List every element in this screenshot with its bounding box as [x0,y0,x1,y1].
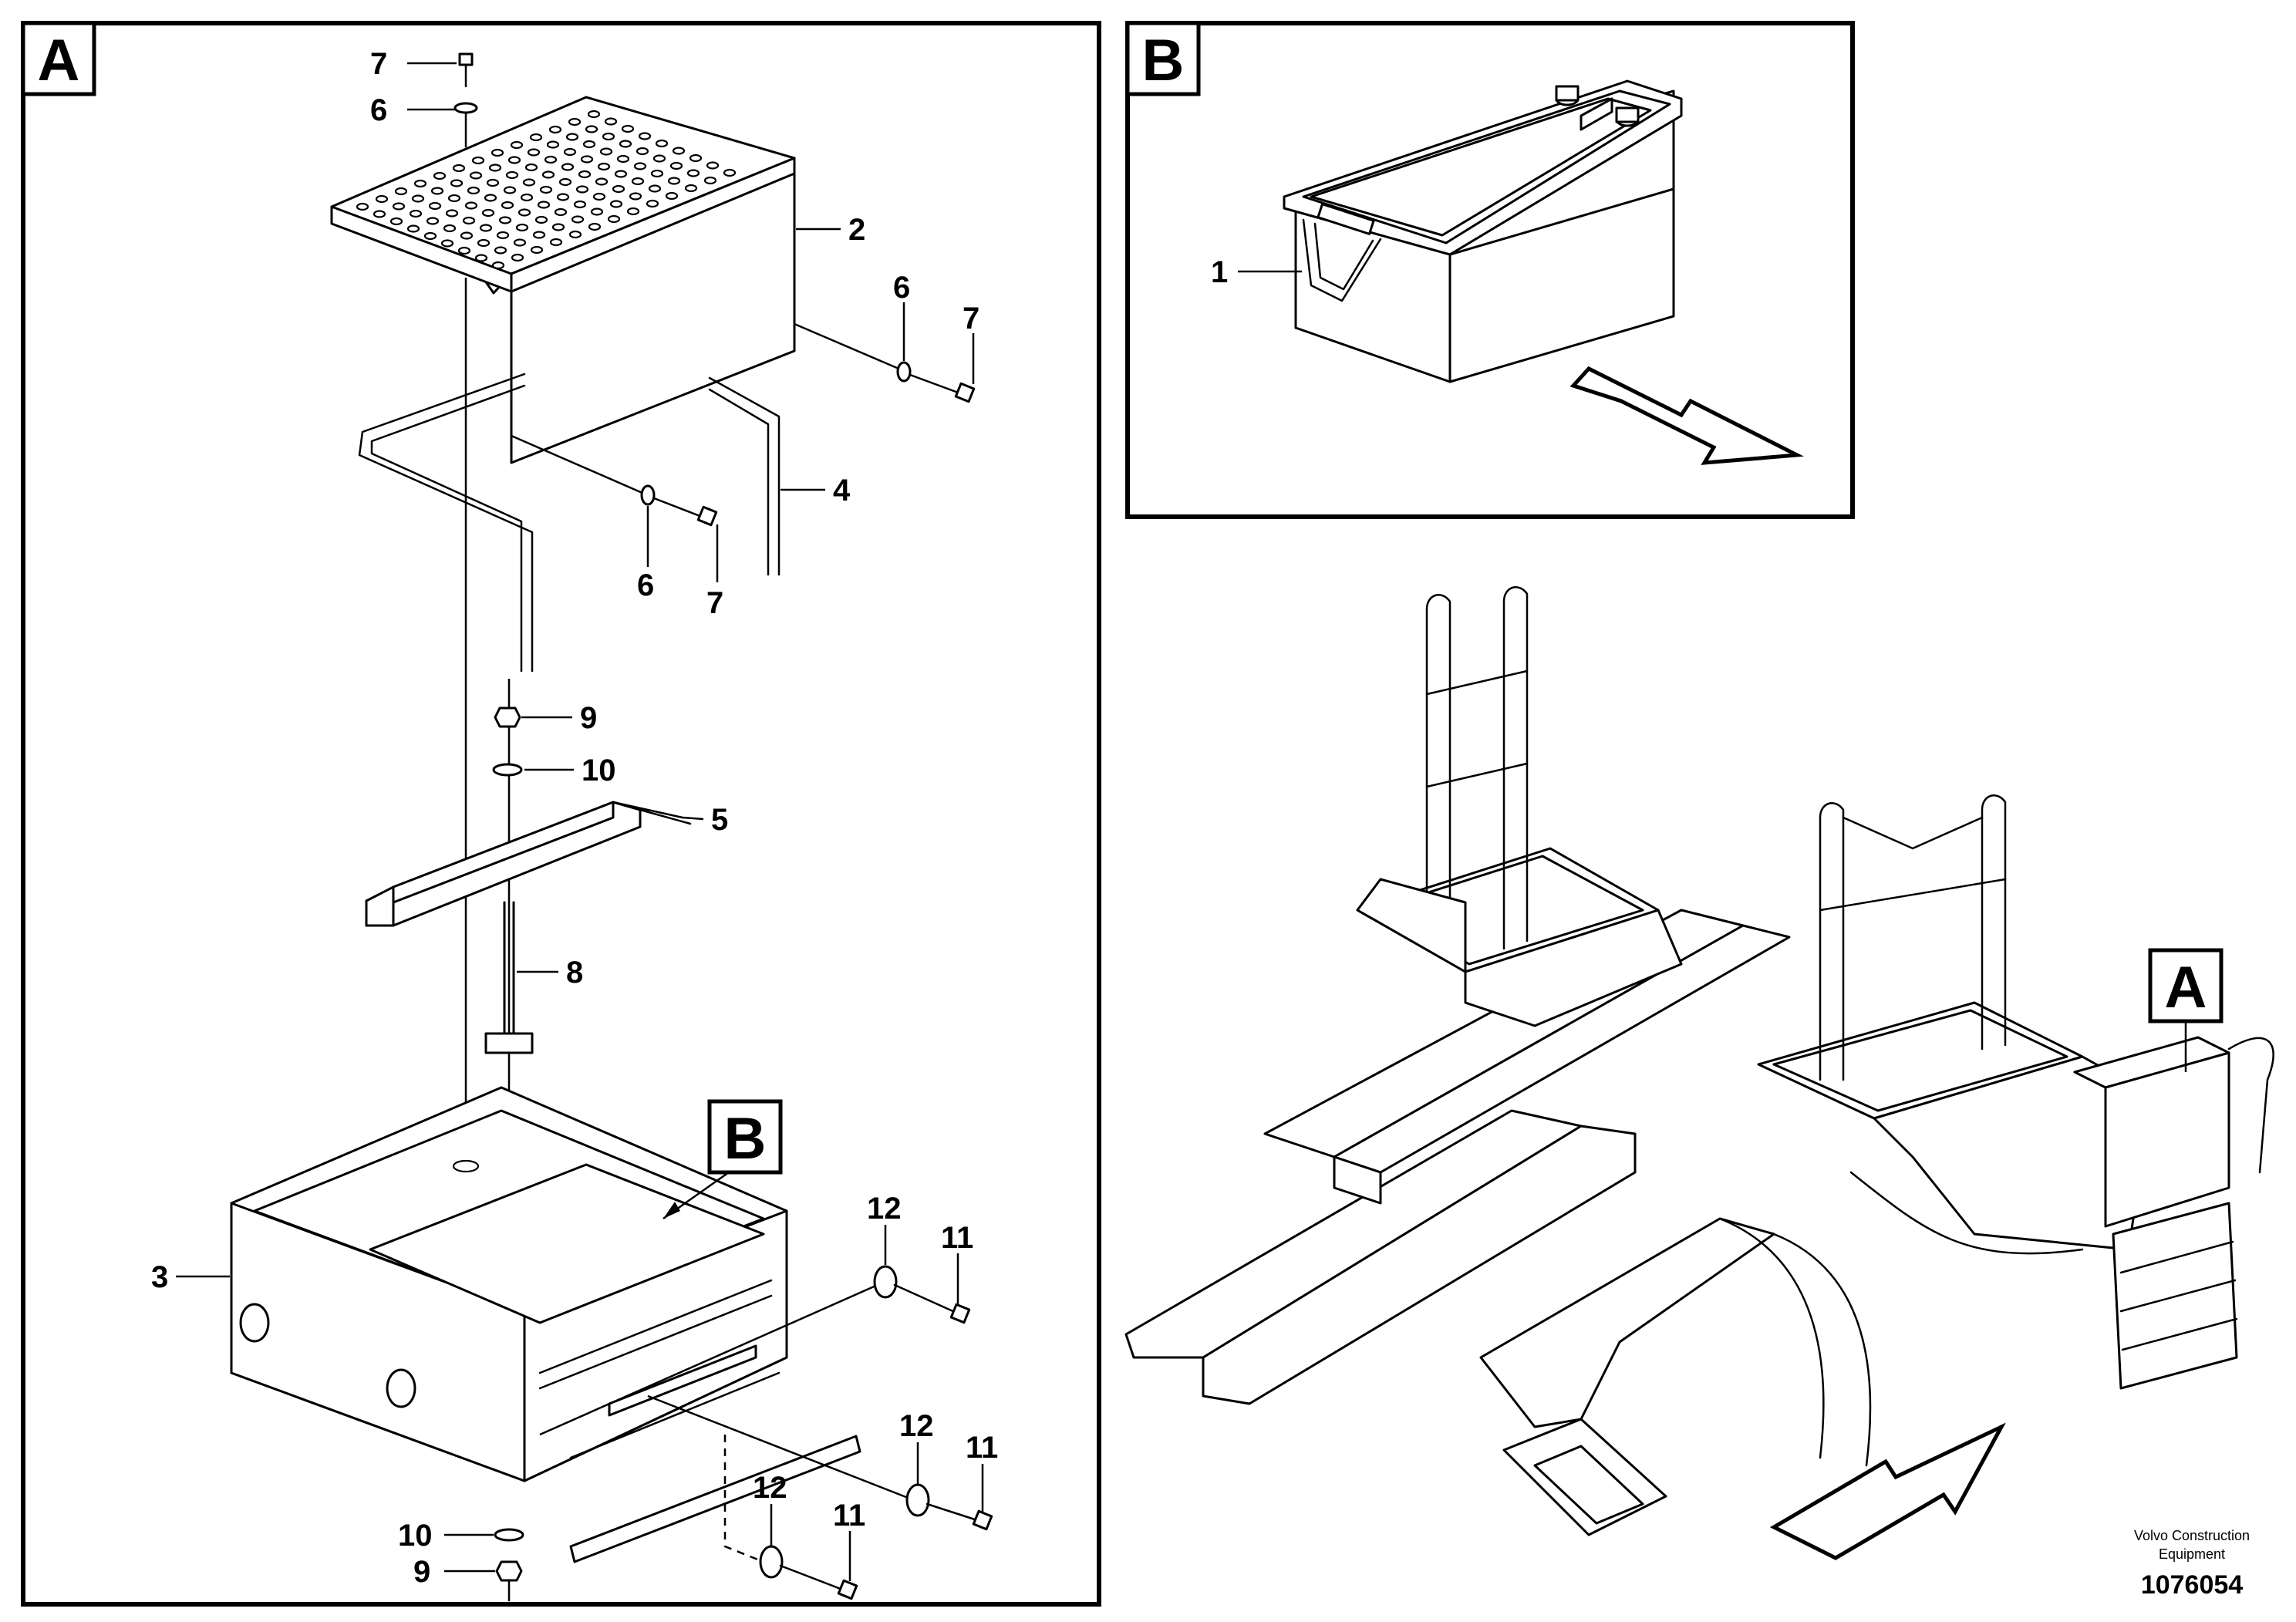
detail-b-ref-box [707,1099,783,1175]
callout-10-top: 10 [582,754,616,787]
battery [1283,79,1683,383]
callout-9-bot: 9 [413,1555,430,1589]
document-number: 1076054 [2141,1570,2243,1600]
j-bolt [484,901,534,1054]
battery-cover [330,96,796,464]
panel-a-tag-box [21,21,96,96]
callout-7-right: 7 [963,302,979,336]
callout-7-top: 7 [370,47,387,81]
callout-4: 4 [833,474,851,508]
callout-7-mid: 7 [706,586,723,620]
panel-b: B 1 [1125,21,1855,519]
callout-6-top: 6 [370,93,387,127]
panel-a-tag: A [38,28,80,93]
hold-down-rods [358,373,781,673]
top-nut-washer [492,706,523,777]
callout-11-c: 11 [833,1499,865,1533]
callout-6-mid: 6 [637,568,654,602]
callout-1: 1 [1211,255,1228,289]
overview-a-tag: A [2165,955,2207,1020]
battery-box [230,1086,788,1482]
rubber-strip [569,1435,861,1563]
bottom-nut-washer [494,1528,524,1602]
detail-b-arrowhead [663,1202,680,1219]
callout-10-bot: 10 [398,1519,433,1553]
callout-12-a: 12 [867,1192,902,1226]
direction-arrow-overview [1769,1422,2006,1560]
manufacturer-line2: Equipment [2159,1546,2225,1562]
panel-a-frame [21,21,1101,1607]
footer: Volvo Construction Equipment 1076054 [2134,1528,2250,1600]
panel-b-tag-box [1125,21,1201,96]
callout-11-a: 11 [941,1221,973,1255]
callout-12-c: 12 [753,1471,787,1505]
machine-overview: A [1124,586,2274,1560]
callout-11-b: 11 [966,1431,998,1465]
top-bracket [365,801,692,927]
box-bolt-c [723,1435,858,1600]
mid-bolt [511,434,718,527]
panel-b-frame [1125,21,1855,519]
callout-8: 8 [566,956,583,990]
panel-b-tag: B [1142,28,1185,93]
cover-perforation [356,110,737,270]
panel-a: A [21,21,1101,1607]
callout-2: 2 [848,213,865,247]
callout-6-right: 6 [893,271,910,305]
callout-12-b: 12 [899,1409,934,1443]
leader-lines [176,62,984,1581]
callout-5: 5 [711,803,728,837]
callout-3: 3 [151,1260,168,1294]
right-bolt [794,322,976,403]
manufacturer-line1: Volvo Construction [2134,1528,2250,1543]
direction-arrow-b [1569,366,1804,465]
top-bolt [453,52,478,148]
detail-b-ref-tag: B [724,1106,767,1172]
callout-9-top: 9 [580,701,597,735]
box-bolt-a [539,1265,971,1436]
